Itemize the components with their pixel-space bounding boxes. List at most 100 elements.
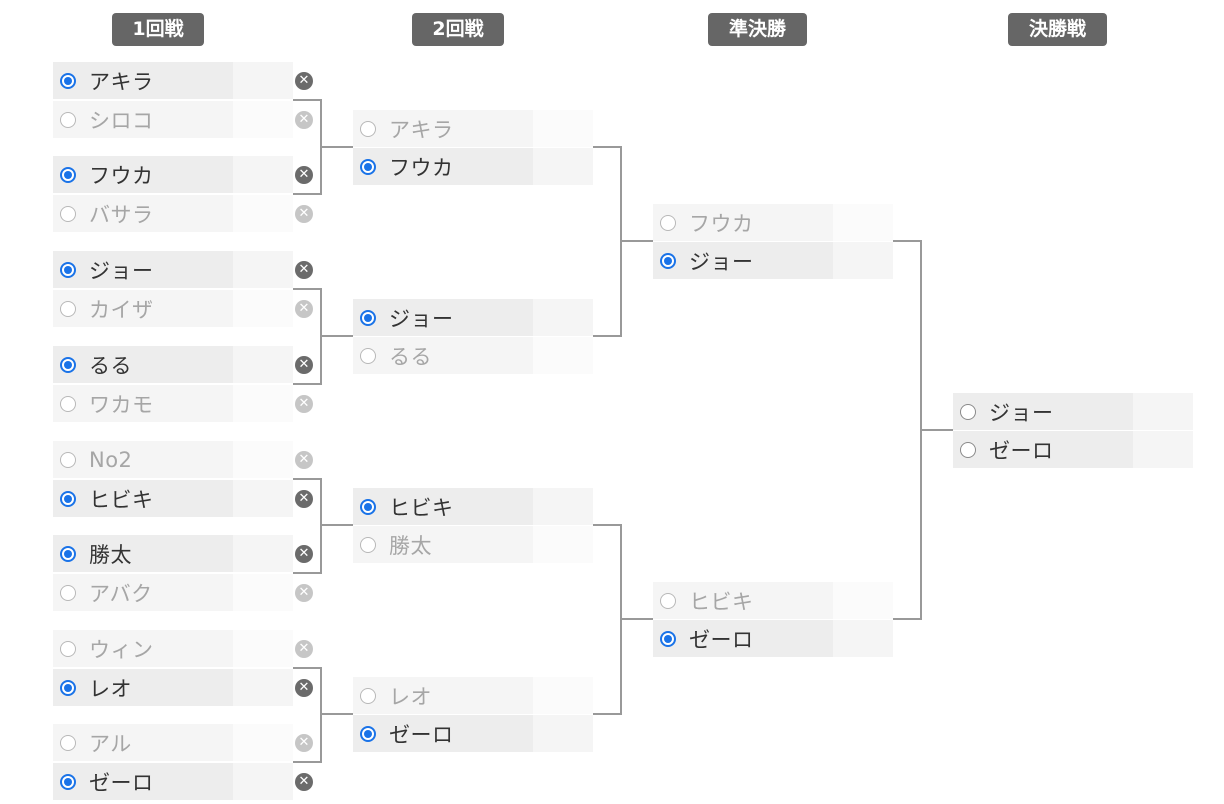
entry-name-cell[interactable]: るる xyxy=(53,346,233,383)
score-cell[interactable] xyxy=(833,204,893,241)
close-circle-icon[interactable]: ✕ xyxy=(295,734,313,752)
score-cell[interactable] xyxy=(233,101,293,138)
radio-icon[interactable] xyxy=(60,72,76,89)
entry-name-cell[interactable]: るる xyxy=(353,337,533,374)
round1-slot[interactable]: るる xyxy=(53,346,293,383)
entry-name-cell[interactable]: フウカ xyxy=(353,148,533,185)
score-cell[interactable] xyxy=(233,669,293,706)
radio-icon[interactable] xyxy=(360,120,376,137)
round1-slot[interactable]: ジョー xyxy=(53,251,293,288)
round1-slot[interactable]: アル xyxy=(53,724,293,761)
score-cell[interactable] xyxy=(533,148,593,185)
entry-name-cell[interactable]: バサラ xyxy=(53,195,233,232)
entry-name-cell[interactable]: アキラ xyxy=(53,62,233,99)
radio-icon[interactable] xyxy=(60,773,76,790)
radio-icon[interactable] xyxy=(660,592,676,609)
round1-slot[interactable]: ゼーロ xyxy=(53,763,293,800)
round2-slot[interactable]: ゼーロ xyxy=(353,715,593,752)
round2-slot[interactable]: レオ xyxy=(353,677,593,714)
radio-icon[interactable] xyxy=(60,205,76,222)
score-cell[interactable] xyxy=(233,535,293,572)
score-cell[interactable] xyxy=(533,677,593,714)
radio-icon[interactable] xyxy=(60,395,76,412)
radio-icon[interactable] xyxy=(60,356,76,373)
score-cell[interactable] xyxy=(233,195,293,232)
round1-slot[interactable]: レオ xyxy=(53,669,293,706)
round2-slot[interactable]: ジョー xyxy=(353,299,593,336)
entry-name-cell[interactable]: ゼーロ xyxy=(953,431,1133,468)
round1-slot[interactable]: 勝太 xyxy=(53,535,293,572)
entry-name-cell[interactable]: ウィン xyxy=(53,630,233,667)
close-circle-icon[interactable]: ✕ xyxy=(295,111,313,129)
entry-name-cell[interactable]: レオ xyxy=(353,677,533,714)
radio-icon[interactable] xyxy=(60,261,76,278)
score-cell[interactable] xyxy=(833,620,893,657)
round1-slot[interactable]: カイザ xyxy=(53,290,293,327)
entry-name-cell[interactable]: カイザ xyxy=(53,290,233,327)
score-cell[interactable] xyxy=(233,156,293,193)
score-cell[interactable] xyxy=(1133,431,1193,468)
entry-name-cell[interactable]: ジョー xyxy=(653,242,833,279)
entry-name-cell[interactable]: アル xyxy=(53,724,233,761)
radio-icon[interactable] xyxy=(360,725,376,742)
round2-slot[interactable]: フウカ xyxy=(353,148,593,185)
round2-slot[interactable]: 勝太 xyxy=(353,526,593,563)
entry-name-cell[interactable]: No2 xyxy=(53,441,233,478)
close-circle-icon[interactable]: ✕ xyxy=(295,261,313,279)
entry-name-cell[interactable]: ジョー xyxy=(353,299,533,336)
score-cell[interactable] xyxy=(233,630,293,667)
radio-icon[interactable] xyxy=(660,630,676,647)
radio-icon[interactable] xyxy=(360,687,376,704)
entry-name-cell[interactable]: ヒビキ xyxy=(353,488,533,525)
score-cell[interactable] xyxy=(533,526,593,563)
radio-icon[interactable] xyxy=(60,166,76,183)
entry-name-cell[interactable]: フウカ xyxy=(53,156,233,193)
score-cell[interactable] xyxy=(233,574,293,611)
close-circle-icon[interactable]: ✕ xyxy=(295,490,313,508)
close-circle-icon[interactable]: ✕ xyxy=(295,679,313,697)
entry-name-cell[interactable]: ワカモ xyxy=(53,385,233,422)
score-cell[interactable] xyxy=(833,582,893,619)
entry-name-cell[interactable]: 勝太 xyxy=(353,526,533,563)
semifinal-slot[interactable]: ヒビキ xyxy=(653,582,893,619)
entry-name-cell[interactable]: アバク xyxy=(53,574,233,611)
entry-name-cell[interactable]: レオ xyxy=(53,669,233,706)
close-circle-icon[interactable]: ✕ xyxy=(295,451,313,469)
round1-slot[interactable]: ワカモ xyxy=(53,385,293,422)
radio-icon[interactable] xyxy=(60,584,76,601)
entry-name-cell[interactable]: ゼーロ xyxy=(53,763,233,800)
score-cell[interactable] xyxy=(233,724,293,761)
radio-icon[interactable] xyxy=(960,403,976,420)
entry-name-cell[interactable]: シロコ xyxy=(53,101,233,138)
score-cell[interactable] xyxy=(533,337,593,374)
radio-icon[interactable] xyxy=(360,158,376,175)
close-circle-icon[interactable]: ✕ xyxy=(295,773,313,791)
radio-icon[interactable] xyxy=(60,734,76,751)
radio-icon[interactable] xyxy=(360,536,376,553)
close-circle-icon[interactable]: ✕ xyxy=(295,395,313,413)
score-cell[interactable] xyxy=(1133,393,1193,430)
radio-icon[interactable] xyxy=(360,309,376,326)
radio-icon[interactable] xyxy=(60,679,76,696)
radio-icon[interactable] xyxy=(660,214,676,231)
round1-slot[interactable]: ウィン xyxy=(53,630,293,667)
score-cell[interactable] xyxy=(533,715,593,752)
round2-slot[interactable]: ヒビキ xyxy=(353,488,593,525)
entry-name-cell[interactable]: フウカ xyxy=(653,204,833,241)
radio-icon[interactable] xyxy=(60,111,76,128)
final-slot[interactable]: ゼーロ xyxy=(953,431,1193,468)
close-circle-icon[interactable]: ✕ xyxy=(295,300,313,318)
round1-slot[interactable]: アバク xyxy=(53,574,293,611)
close-circle-icon[interactable]: ✕ xyxy=(295,545,313,563)
score-cell[interactable] xyxy=(233,62,293,99)
round1-slot[interactable]: アキラ xyxy=(53,62,293,99)
score-cell[interactable] xyxy=(533,110,593,147)
round1-slot[interactable]: シロコ xyxy=(53,101,293,138)
radio-icon[interactable] xyxy=(660,252,676,269)
radio-icon[interactable] xyxy=(960,441,976,458)
score-cell[interactable] xyxy=(233,346,293,383)
score-cell[interactable] xyxy=(233,290,293,327)
score-cell[interactable] xyxy=(533,488,593,525)
close-circle-icon[interactable]: ✕ xyxy=(295,584,313,602)
semifinal-slot[interactable]: ゼーロ xyxy=(653,620,893,657)
